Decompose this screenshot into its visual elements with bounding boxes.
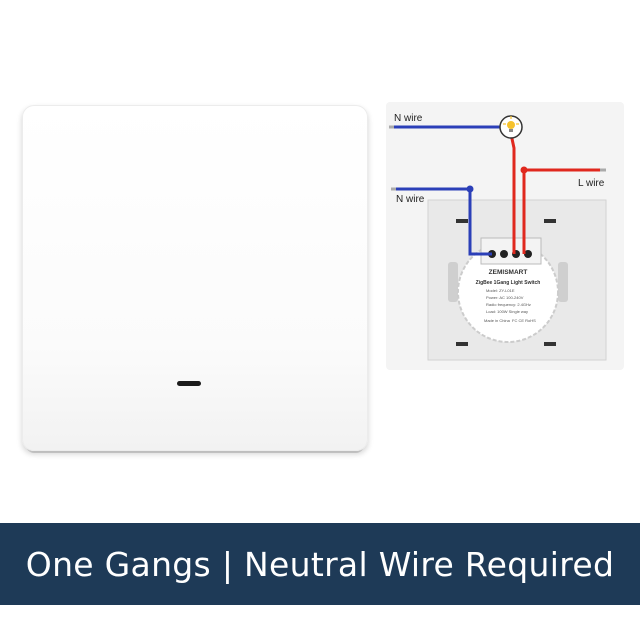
module-spec-load: Load: 100W Single way (486, 309, 528, 314)
l-wire-label: L wire (578, 178, 605, 189)
wall-switch-panel (22, 105, 368, 453)
bulb-glow (507, 121, 515, 129)
module-spec-power: Power: AC 100-240V (486, 295, 524, 300)
footer-text: One Gangs | Neutral Wire Required (25, 544, 615, 584)
side-clip (558, 262, 568, 302)
wire-joint (520, 166, 528, 174)
mount-slot (544, 342, 556, 346)
module-cert-marks: FC CE RoHS (512, 318, 536, 323)
led-indicator (177, 381, 201, 386)
wiring-diagram-drawing: ZEMISMART ZigBee 1Gang Light Switch Mode… (389, 115, 607, 361)
side-clip (448, 262, 458, 302)
mount-slot (456, 219, 468, 223)
module-spec-model: Model: ZY-L01E (486, 288, 515, 293)
wire-joint (466, 185, 474, 193)
n-wire-label-bottom: N wire (396, 194, 425, 205)
module-spec-radio: Radio frequency: 2.4GHz (486, 302, 531, 307)
module-brand: ZEMISMART (489, 269, 528, 276)
wiring-diagram: ZEMISMART ZigBee 1Gang Light Switch Mode… (386, 102, 624, 370)
terminal-screw (500, 250, 508, 258)
n-wire-label-top: N wire (394, 113, 423, 124)
module-made-in: Made in China (484, 318, 511, 323)
neutral-wire-bottom (396, 187, 492, 256)
mount-slot (544, 219, 556, 223)
mount-slot (456, 342, 468, 346)
module-title: ZigBee 1Gang Light Switch (476, 280, 541, 286)
footer-banner: One Gangs | Neutral Wire Required (0, 523, 640, 605)
terminal-screw (524, 250, 532, 258)
